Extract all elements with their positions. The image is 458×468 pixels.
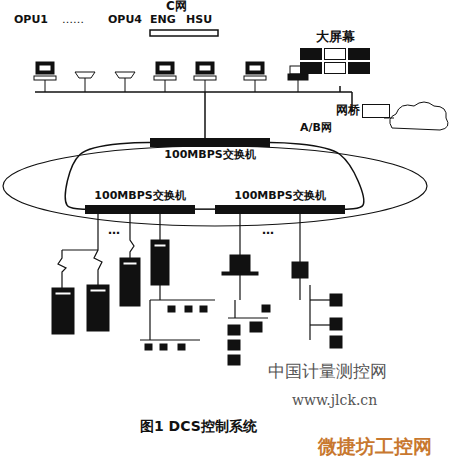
screen-panel xyxy=(300,62,322,74)
figure-caption: 图1 DCS控制系统 xyxy=(140,418,257,434)
switch-bar xyxy=(150,138,270,147)
network-link xyxy=(195,208,215,210)
switch-bar xyxy=(85,205,195,214)
label: ENG xyxy=(150,14,176,27)
bridge-box xyxy=(362,104,390,118)
screen-panel xyxy=(348,48,370,60)
screen-panel xyxy=(324,48,346,60)
label: … xyxy=(108,224,120,238)
bridge-node: 网桥 xyxy=(336,104,390,118)
watermark: www.jlck.cn xyxy=(292,392,377,408)
node-label: 100MBPS交换机 xyxy=(92,190,187,203)
label: OPU1 xyxy=(14,14,48,27)
workstations xyxy=(34,62,308,92)
screen-panel xyxy=(324,62,346,74)
screen-grid xyxy=(300,48,370,74)
label: HSU xyxy=(186,14,212,27)
switch-node: 100MBPS交换机 xyxy=(215,188,345,214)
watermark: 微捷坊工控网 xyxy=(318,436,432,458)
label: …… xyxy=(62,14,84,27)
switch-bar xyxy=(215,205,345,214)
switch-node: 100MBPS交换机 xyxy=(85,188,195,214)
node-label: 网桥 xyxy=(336,104,360,118)
switch-node: 100MBPS交换机 xyxy=(150,138,270,164)
node-label: 100MBPS交换机 xyxy=(232,190,327,203)
cloud xyxy=(390,102,448,130)
field-devices xyxy=(52,240,342,365)
label: OPU4 xyxy=(108,14,142,27)
watermark: 中国计量测控网 xyxy=(268,362,387,382)
screen-panel xyxy=(300,48,322,60)
screen-wall-node: 大屏幕 xyxy=(300,30,370,74)
label: C网 xyxy=(166,0,187,14)
node-label: 100MBPS交换机 xyxy=(162,149,257,162)
screen-panel xyxy=(348,62,370,74)
label: A/B网 xyxy=(300,122,332,135)
c-net-bar xyxy=(150,30,218,36)
c-net-bus xyxy=(35,91,352,93)
field-wiring xyxy=(58,212,330,340)
label: … xyxy=(262,224,274,238)
node-label: 大屏幕 xyxy=(300,30,370,45)
